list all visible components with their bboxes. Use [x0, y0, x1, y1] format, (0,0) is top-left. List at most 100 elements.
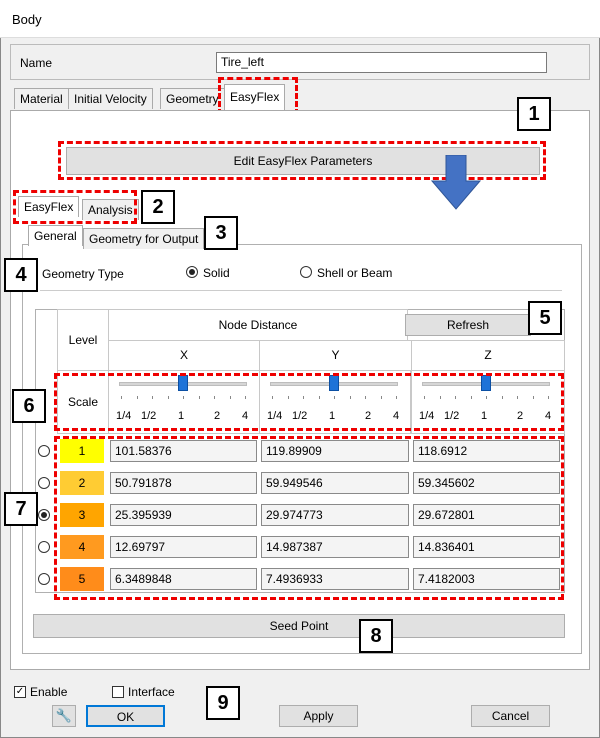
name-input[interactable]: Tire_left: [216, 52, 547, 73]
scale-tick-label: 4: [242, 410, 249, 422]
scale-tick-label: 1/2: [444, 410, 460, 422]
scale-tick-label: 1: [178, 410, 185, 422]
slider-tick: [152, 396, 153, 399]
slider-tick: [214, 396, 215, 399]
slider-tick: [318, 396, 320, 399]
shell-or-beam-radio[interactable]: [300, 266, 312, 278]
slider-tick: [136, 396, 138, 399]
tab-material[interactable]: Material: [14, 88, 69, 109]
slider-tick: [396, 396, 397, 399]
scale-tick-label: 2: [214, 410, 221, 422]
tab-general[interactable]: General: [28, 225, 83, 246]
scale-tick-label: 2: [365, 410, 372, 422]
slider-tick: [183, 396, 184, 399]
slider-tick: [272, 396, 273, 399]
node-distance-header: Node Distance: [108, 309, 408, 341]
slider-tick: [121, 396, 122, 399]
level-radio-4[interactable]: [38, 541, 50, 553]
y-value-field[interactable]: 59.949546: [261, 472, 409, 494]
y-value-field[interactable]: 14.987387: [261, 536, 409, 558]
callout-3: 3: [204, 216, 238, 250]
level-header: Level: [57, 309, 109, 371]
callout-1: 1: [517, 97, 551, 131]
z-value-field[interactable]: 7.4182003: [413, 568, 560, 590]
title-bar: Body: [0, 0, 600, 38]
scale-tick-label: 4: [393, 410, 400, 422]
down-arrow-icon: [430, 155, 482, 210]
level-badge: 5: [60, 567, 104, 591]
slider-tick: [501, 396, 503, 399]
level-badge: 4: [60, 535, 104, 559]
callout-9: 9: [206, 686, 240, 720]
scale-tick-label: 1: [329, 410, 336, 422]
slider-tick: [198, 396, 200, 399]
x-value-field[interactable]: 50.791878: [110, 472, 257, 494]
tab-analysis[interactable]: Analysis: [82, 199, 139, 220]
callout-box-1b: [58, 141, 546, 180]
level-radio-2[interactable]: [38, 477, 50, 489]
divider: [40, 290, 562, 291]
scale-tick-label: 1/2: [141, 410, 157, 422]
callout-5: 5: [528, 301, 562, 335]
solid-label: Solid: [203, 266, 230, 280]
x-value-field[interactable]: 25.395939: [110, 504, 257, 526]
slider-tick: [455, 396, 456, 399]
interface-label: Interface: [128, 685, 175, 699]
z-header: Z: [411, 340, 565, 371]
slider-tick: [517, 396, 518, 399]
solid-radio[interactable]: [186, 266, 198, 278]
level-radio-3[interactable]: [38, 509, 50, 521]
scale-tick-label: 1: [481, 410, 488, 422]
y-value-field[interactable]: 119.89909: [261, 440, 409, 462]
callout-8: 8: [359, 619, 393, 653]
seed-point-button[interactable]: Seed Point: [33, 614, 565, 638]
scale-tick-label: 1/4: [267, 410, 283, 422]
ok-button[interactable]: OK: [86, 705, 165, 727]
interface-checkbox[interactable]: [112, 686, 124, 698]
z-value-field[interactable]: 29.672801: [413, 504, 560, 526]
scale-tick-label: 2: [517, 410, 524, 422]
slider-tick: [470, 396, 472, 399]
slider-tick: [334, 396, 335, 399]
y-value-field[interactable]: 7.4936933: [261, 568, 409, 590]
slider-tick: [380, 396, 382, 399]
slider-tick: [532, 396, 534, 399]
slider-tick: [548, 396, 549, 399]
x-value-field[interactable]: 101.58376: [110, 440, 257, 462]
callout-box-7: [54, 436, 564, 600]
apply-button[interactable]: Apply: [279, 705, 358, 727]
scale-tick-label: 1/4: [419, 410, 435, 422]
level-radio-1[interactable]: [38, 445, 50, 457]
callout-2: 2: [141, 190, 175, 224]
level-badge: 1: [60, 439, 104, 463]
x-value-field[interactable]: 12.69797: [110, 536, 257, 558]
tab-easyflex-sub[interactable]: EasyFlex: [18, 196, 80, 217]
level-radio-5[interactable]: [38, 573, 50, 585]
name-label: Name: [20, 56, 53, 70]
z-value-field[interactable]: 59.345602: [413, 472, 560, 494]
callout-4: 4: [4, 258, 38, 292]
enable-checkbox[interactable]: ✓: [14, 686, 26, 698]
z-value-field[interactable]: 118.6912: [413, 440, 560, 462]
window-title: Body: [12, 12, 42, 27]
scale-tick-label: 1/4: [116, 410, 132, 422]
y-value-field[interactable]: 29.974773: [261, 504, 409, 526]
tool-icon-button[interactable]: 🔧: [52, 705, 76, 727]
level-badge: 2: [60, 471, 104, 495]
x-header: X: [108, 340, 260, 371]
tab-geometry-for-output[interactable]: Geometry for Output: [83, 228, 205, 249]
refresh-button[interactable]: Refresh: [405, 314, 531, 336]
x-value-field[interactable]: 6.3489848: [110, 568, 257, 590]
tab-initial-velocity[interactable]: Initial Velocity: [68, 88, 153, 109]
z-value-field[interactable]: 14.836401: [413, 536, 560, 558]
tab-geometry[interactable]: Geometry: [160, 88, 225, 109]
slider-tick: [365, 396, 366, 399]
scale-tick-label: 4: [545, 410, 552, 422]
slider-cell-y: [259, 370, 411, 434]
enable-label: Enable: [30, 685, 68, 699]
callout-box-6: [54, 373, 564, 431]
wrench-icon: 🔧: [55, 708, 73, 723]
tab-easyflex[interactable]: EasyFlex: [224, 84, 286, 110]
slider-tick: [424, 396, 425, 399]
cancel-button[interactable]: Cancel: [471, 705, 550, 727]
